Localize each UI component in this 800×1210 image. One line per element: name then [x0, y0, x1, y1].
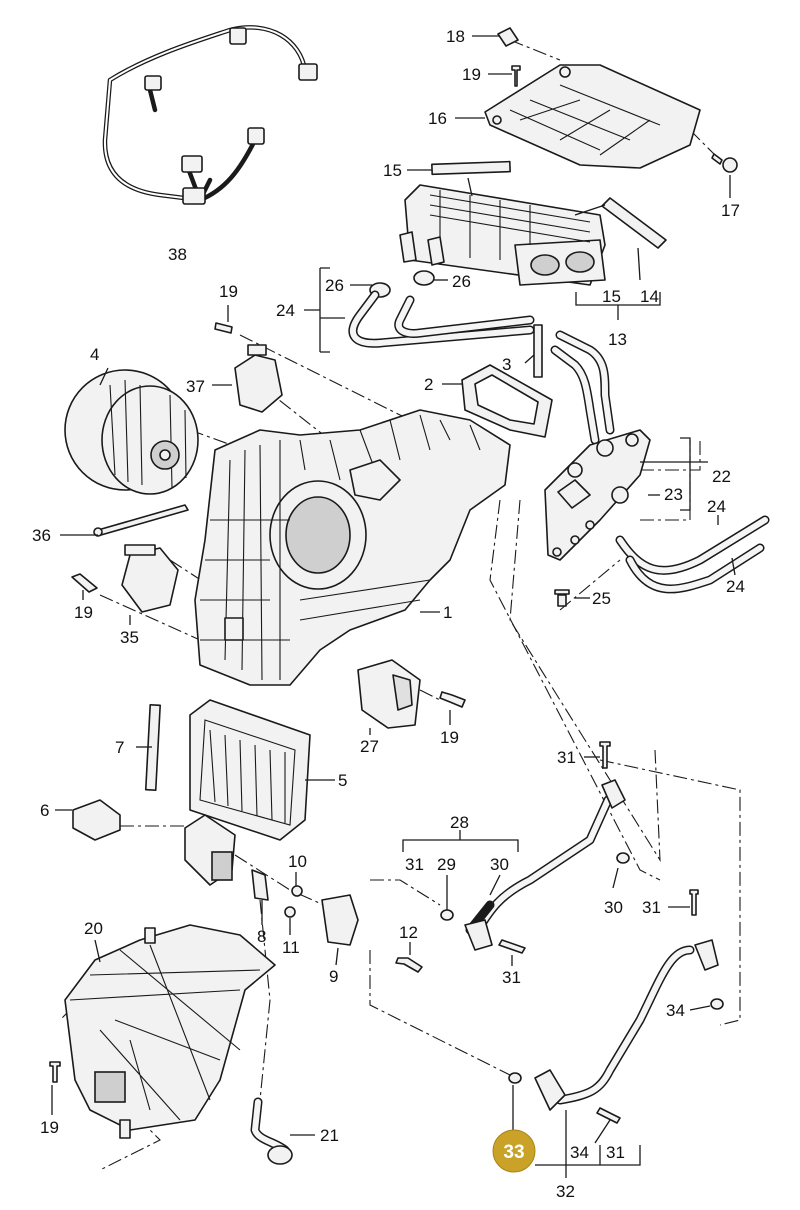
highlighted-callout-33[interactable]: 33: [492, 1129, 536, 1173]
refrigerant-line-28: [440, 741, 630, 954]
control-module-37: [214, 322, 283, 413]
gasket: [461, 364, 553, 438]
callout-32[interactable]: 32: [556, 1182, 575, 1201]
callout-20[interactable]: 20: [84, 919, 103, 938]
callout-8[interactable]: 8: [257, 927, 266, 946]
callout-24-right-top[interactable]: 24: [707, 497, 726, 516]
callout-16[interactable]: 16: [428, 109, 447, 128]
callout-18[interactable]: 18: [446, 27, 465, 46]
callout-6[interactable]: 6: [40, 801, 49, 820]
callout-19-left[interactable]: 19: [74, 603, 93, 622]
callout-2[interactable]: 2: [424, 375, 433, 394]
callout-22[interactable]: 22: [712, 467, 731, 486]
callout-12[interactable]: 12: [399, 923, 418, 942]
callout-30-right[interactable]: 30: [604, 898, 623, 917]
callout-7[interactable]: 7: [115, 738, 124, 757]
heater-pipes: [348, 290, 615, 445]
plug-part: [497, 27, 519, 47]
callout-36[interactable]: 36: [32, 526, 51, 545]
evaporator-assembly: [72, 699, 311, 886]
callout-17[interactable]: 17: [721, 201, 740, 220]
side-pipes: [615, 515, 770, 594]
screw-parts-top: [511, 65, 738, 173]
wiring-harness: [102, 25, 318, 205]
callout-3[interactable]: 3: [502, 355, 511, 374]
assembly-guide-lines: [59, 39, 741, 1171]
callout-34-right[interactable]: 34: [666, 1001, 685, 1020]
callout-21[interactable]: 21: [320, 1126, 339, 1145]
callout-26-right[interactable]: 26: [452, 272, 471, 291]
refrigerant-line-32: [508, 889, 724, 1124]
callout-11[interactable]: 11: [282, 938, 300, 957]
foam-strips: [431, 160, 667, 249]
callout-13[interactable]: 13: [608, 330, 627, 349]
callout-34-bottom[interactable]: 34: [570, 1143, 589, 1162]
rod-part: [93, 504, 189, 537]
callout-24-right-bottom[interactable]: 24: [726, 577, 745, 596]
callout-31-right[interactable]: 31: [642, 898, 661, 917]
expansion-valve-plate: [544, 429, 651, 607]
blower-motor: [64, 369, 199, 495]
callout-35[interactable]: 35: [120, 628, 139, 647]
callout-19-bottom[interactable]: 19: [40, 1118, 59, 1137]
sensor-unit-35: [71, 544, 179, 613]
callout-5[interactable]: 5: [338, 771, 347, 790]
callout-1[interactable]: 1: [443, 603, 452, 622]
small-fittings: [251, 869, 423, 973]
hose-clamps: [369, 270, 435, 298]
callout-19-top[interactable]: 19: [462, 65, 481, 84]
callout-38[interactable]: 38: [168, 245, 187, 264]
callout-27[interactable]: 27: [360, 737, 379, 756]
callout-14[interactable]: 14: [640, 287, 659, 306]
callout-23[interactable]: 23: [664, 485, 683, 504]
callout-24-top[interactable]: 24: [276, 301, 295, 320]
heater-core: [399, 184, 606, 286]
callout-15-top[interactable]: 15: [383, 161, 402, 180]
highlight-badge: [492, 1129, 536, 1173]
leader-lines: [51, 35, 736, 1178]
callout-4[interactable]: 4: [90, 345, 99, 364]
drain-hose: [250, 1097, 293, 1165]
callout-15-bottom[interactable]: 15: [602, 287, 621, 306]
callout-31-upper[interactable]: 31: [557, 748, 576, 767]
callout-10[interactable]: 10: [288, 852, 307, 871]
callout-9[interactable]: 9: [329, 967, 338, 986]
screw-lower-left: [49, 1061, 61, 1083]
callout-33[interactable]: 33: [503, 1142, 524, 1163]
callout-28[interactable]: 28: [450, 813, 469, 832]
callout-19-upper-left[interactable]: 19: [219, 282, 238, 301]
callout-29[interactable]: 29: [437, 855, 456, 874]
actuator-27: [357, 659, 466, 729]
callout-31-group[interactable]: 31: [405, 855, 424, 874]
seal-strip: [533, 324, 543, 378]
callout-37[interactable]: 37: [186, 377, 205, 396]
part-callouts: 18 19 16 17 15 15 14 13 38 24 26 26 19 4…: [32, 27, 745, 1201]
callout-26-left[interactable]: 26: [325, 276, 344, 295]
lower-housing: [64, 924, 276, 1139]
top-cover-part: [484, 64, 701, 169]
callout-30-group[interactable]: 30: [490, 855, 509, 874]
callout-31-middle[interactable]: 31: [502, 968, 521, 987]
callout-25[interactable]: 25: [592, 589, 611, 608]
main-hvac-housing: [194, 409, 511, 686]
callout-19-right[interactable]: 19: [440, 728, 459, 747]
callout-31-bottom[interactable]: 31: [606, 1143, 625, 1162]
